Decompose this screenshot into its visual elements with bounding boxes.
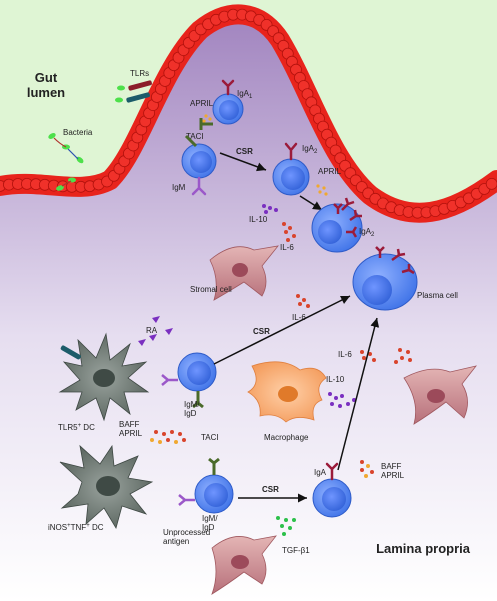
april-top-label: APRIL	[190, 99, 214, 108]
unprocessed-antigen-label-2: antigen	[163, 537, 189, 546]
plasma-cell-iga2	[311, 197, 363, 253]
inos-tnf-dendritic-cell	[59, 444, 154, 530]
csr-bottom-label: CSR	[262, 485, 279, 494]
taci-receptor-top	[199, 118, 213, 130]
igm-igd-top-label-2: IgD	[184, 409, 197, 418]
il10-right-dots	[328, 392, 356, 408]
igm-top-label: IgM	[172, 183, 186, 192]
stromal-cell-right	[403, 365, 478, 425]
il10-right-label: IL-10	[326, 375, 345, 384]
iga1-label: IgA1	[237, 89, 253, 100]
epithelial-cell	[485, 178, 497, 190]
tgf-beta-dots	[276, 516, 296, 536]
lamina-propria-region	[0, 14, 497, 601]
april-left-label: APRIL	[119, 429, 143, 438]
csr-mid-label: CSR	[253, 327, 270, 336]
epithelial-cells	[0, 8, 497, 219]
plasma-cell-label: Plasma cell	[417, 291, 458, 300]
csr-top-label: CSR	[236, 147, 253, 156]
igm-igd-bottom-label: IgM/	[202, 514, 218, 523]
csr-arrow-mid	[213, 295, 351, 365]
stromal-cell-bottom	[211, 535, 277, 595]
april-mid-label: APRIL	[318, 167, 342, 176]
il6-right-dots	[360, 348, 412, 364]
bcell-igm	[181, 134, 217, 196]
macrophage	[247, 361, 327, 423]
bcell-iga2	[272, 142, 310, 196]
tlr5-dc-label: TLR5+ DC	[58, 423, 95, 432]
il6-mid-label: IL-6	[292, 313, 306, 322]
csr-arrow-top	[219, 152, 267, 172]
iga2-label: IgA2	[302, 144, 318, 155]
baff-april-left-dots	[150, 430, 186, 444]
baff-right-label: BAFF	[381, 462, 402, 471]
april-dots-mid	[316, 184, 328, 196]
igm-igd-bottom-label-2: IgD	[202, 523, 215, 532]
bcell-igm-igd-bottom	[178, 457, 234, 514]
ra-molecules	[138, 316, 173, 346]
gut-lumen-label-2: lumen	[27, 85, 65, 100]
iga2-plasma-label: IgA2	[359, 227, 375, 238]
iga-bottom-label: IgA	[314, 468, 327, 477]
plasma-cell-right	[352, 246, 418, 311]
taci-top-label: TACI	[186, 132, 204, 141]
il10-top-label: IL-10	[249, 215, 268, 224]
cytokine-dots-top	[262, 204, 296, 242]
iga-to-plasma-arrow	[337, 317, 380, 471]
iga2-to-plasma-arrow	[299, 195, 323, 211]
bacteria-cluster	[48, 133, 84, 191]
bcell-igm-igd-top	[161, 352, 217, 409]
igm-igd-top-label: IgM/	[184, 400, 200, 409]
tgf-label: TGF-β1	[282, 546, 310, 555]
bacteria-label: Bacteria	[63, 128, 93, 137]
april-right-label: APRIL	[381, 471, 405, 480]
bcell-iga1	[212, 79, 244, 125]
lamina-propria-label: Lamina propria	[376, 541, 471, 556]
il6-right-label: IL-6	[338, 350, 352, 359]
macrophage-label: Macrophage	[264, 433, 309, 442]
gut-lumen-label: Gut	[35, 70, 58, 85]
bcell-iga-bottom	[312, 462, 352, 518]
taci-bottom-label: TACI	[201, 433, 219, 442]
tlr-receptors	[115, 80, 152, 103]
stromal-cell-top	[209, 245, 279, 301]
tlr5-dendritic-cell	[58, 332, 150, 422]
tlrs-label: TLRs	[130, 69, 149, 78]
baff-april-right-dots	[360, 460, 374, 478]
unprocessed-antigen-label: Unprocessed	[163, 528, 210, 537]
baff-left-label: BAFF	[119, 420, 140, 429]
stromal-cell-label: Stromal cell	[190, 285, 232, 294]
il6-top-label: IL-6	[280, 243, 294, 252]
il6-mid-dots	[296, 294, 310, 308]
ra-label: RA	[146, 326, 158, 335]
inos-dc-label: iNOS+TNF+ DC	[48, 523, 104, 532]
